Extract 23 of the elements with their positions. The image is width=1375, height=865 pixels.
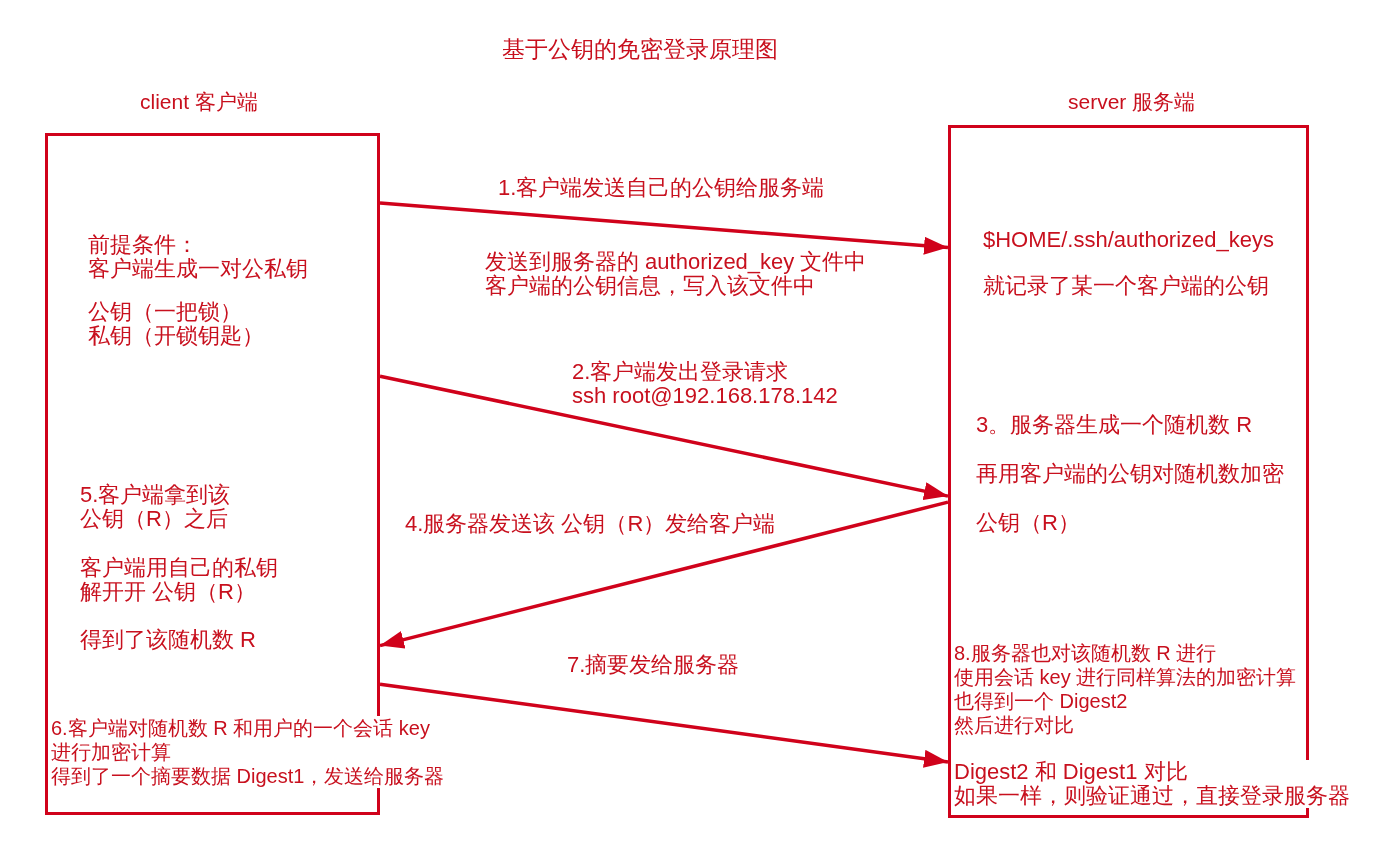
- arrow: [379, 201, 949, 255]
- edge-label: 2.客户端发出登录请求ssh root@192.168.178.142: [572, 360, 838, 408]
- note-text: 发送到服务器的 authorized_key 文件中客户端的公钥信息，写入该文件中: [485, 250, 867, 298]
- arrow: [379, 682, 949, 768]
- note-text: 5.客户端拿到该公钥（R）之后: [80, 483, 231, 531]
- note-text: 6.客户端对随机数 R 和用户的一个会话 key进行加密计算得到了一个摘要数据 Digest1，发送给服务器: [51, 716, 445, 788]
- note-text: 前提条件：客户端生成一对公私钥: [88, 233, 308, 281]
- edge-label: 1.客户端发送自己的公钥给服务端: [498, 176, 825, 200]
- edge-label: 4.服务器发送该 公钥（R）发给客户端: [405, 512, 776, 536]
- note-text: 8.服务器也对该随机数 R 进行使用会话 key 进行同样算法的加密计算也得到一个 Digest2然后进行对比: [954, 641, 1297, 737]
- note-text: 客户端用自己的私钥解开开 公钥（R）: [80, 556, 278, 604]
- arrow: [379, 500, 949, 649]
- note-text: 就记录了某一个客户端的公钥: [983, 274, 1269, 298]
- note-text: 再用客户端的公钥对随机数加密: [976, 462, 1284, 486]
- edge-label: 7.摘要发给服务器: [567, 653, 740, 677]
- note-text: Digest2 和 Digest1 对比如果一样，则验证通过，直接登录服务器: [954, 760, 1350, 808]
- arrow: [379, 374, 949, 500]
- column-heading: client 客户端: [140, 90, 258, 114]
- note-text: 3。服务器生成一个随机数 R: [976, 413, 1253, 437]
- note-text: $HOME/.ssh/authorized_keys: [983, 228, 1275, 252]
- title: 基于公钥的免密登录原理图: [502, 37, 778, 61]
- column-heading: server 服务端: [1068, 90, 1196, 114]
- note-text: 得到了该随机数 R: [80, 628, 256, 652]
